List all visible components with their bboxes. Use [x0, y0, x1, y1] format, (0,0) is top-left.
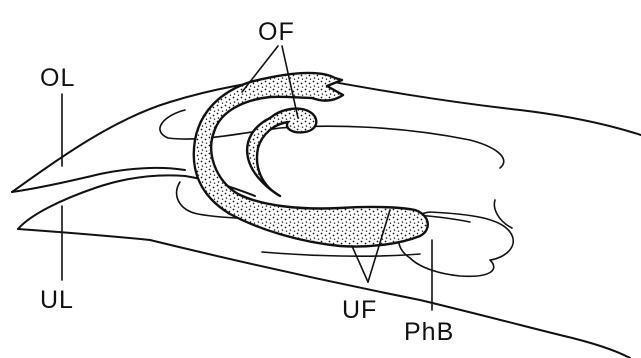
- label-ol: OL: [40, 64, 75, 92]
- upper-fold-hook: [247, 109, 316, 196]
- pharyngeal-bulb-inner: [494, 200, 512, 228]
- label-phb: PhB: [404, 318, 454, 346]
- lower-fold-edge: [262, 252, 420, 256]
- label-ul: UL: [40, 286, 74, 314]
- uf-leader-a: [352, 246, 368, 282]
- label-uf: UF: [342, 296, 377, 324]
- lower-jaw-base: [18, 229, 150, 240]
- label-of: OF: [258, 18, 295, 46]
- upper-fold: [194, 73, 428, 246]
- upper-lip: [12, 168, 185, 192]
- lower-body-outline: [150, 240, 630, 358]
